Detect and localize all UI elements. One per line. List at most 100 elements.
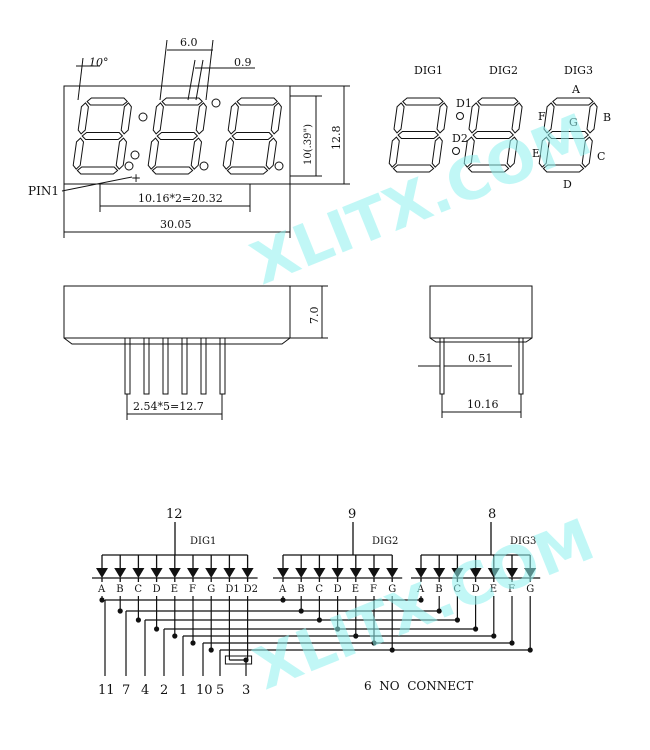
seven-segment-digit — [463, 97, 523, 173]
junction-dot — [135, 617, 141, 623]
pin-number-label: 1 — [179, 683, 187, 698]
junction-dot — [418, 597, 424, 603]
segment-d — [226, 166, 269, 175]
led-diode-symbol — [368, 568, 380, 578]
watermark: XLITX.COM — [242, 100, 600, 298]
segment-f — [227, 102, 239, 135]
segment-a — [86, 97, 129, 106]
side-height-label: 7.0 — [308, 307, 321, 325]
segment-c — [115, 137, 128, 170]
dp-dot — [124, 161, 134, 171]
led-diode-symbol — [295, 568, 308, 578]
seg-c-label: C — [597, 150, 605, 163]
segment-g — [231, 132, 274, 140]
segment-pin-label: B — [116, 584, 123, 595]
segment-bus-wires — [99, 596, 533, 676]
common-pin-9: 9 — [348, 507, 356, 522]
segment-pin-label: G — [207, 584, 215, 595]
dig2-label: DIG2 — [489, 64, 518, 77]
seg-g-label: G — [569, 116, 578, 129]
led-diode-symbol — [277, 568, 289, 578]
segment-c — [265, 137, 278, 170]
digit-spacing-label: 10.16*2=20.32 — [138, 192, 223, 205]
junction-dot — [436, 608, 442, 614]
junction-dot — [454, 617, 460, 623]
led-diode-symbol — [223, 568, 236, 578]
segment-a — [161, 97, 204, 106]
side-pins — [124, 337, 226, 395]
segment-f — [468, 102, 480, 134]
segment-a — [552, 97, 594, 106]
junction-dot — [389, 647, 395, 653]
segment-pin-label: F — [189, 584, 196, 595]
segment-pin-label: E — [490, 584, 497, 595]
row-spacing-label: 10.16 — [467, 398, 499, 411]
segment-d — [76, 166, 119, 175]
segment-e — [388, 136, 400, 168]
segment-pin-label: E — [352, 584, 359, 595]
pin-number-label: 2 — [160, 683, 168, 698]
side-view — [63, 285, 328, 420]
junction-dot — [473, 626, 479, 632]
led-diode-symbol — [114, 568, 127, 578]
segment-e — [538, 136, 550, 168]
segment-e — [72, 137, 85, 170]
segment-c — [431, 136, 443, 168]
junction-dot — [527, 647, 533, 653]
map-digits — [388, 97, 598, 173]
plus-marker: + — [131, 171, 141, 185]
segment-d — [542, 164, 585, 173]
seg-d-label: D — [563, 178, 572, 191]
led-diode-symbol — [168, 568, 181, 578]
segment-f — [543, 102, 555, 134]
seg-b-label: B — [603, 111, 611, 124]
front-view — [61, 39, 350, 238]
segment-pin-label: D — [472, 584, 480, 595]
segment-pin-label: E — [171, 584, 178, 595]
schematic-dig1-label: DIG1 — [190, 536, 216, 547]
junction-dot — [353, 633, 359, 639]
junction-dot — [335, 626, 341, 632]
segment-pin-label: G — [388, 584, 396, 595]
segment-b — [270, 102, 282, 135]
segment-pin-label: C — [134, 584, 142, 595]
no-connect-note: 6 NO CONNECT — [364, 679, 473, 693]
end-view — [418, 285, 533, 418]
junction-dot — [371, 640, 377, 646]
dig3-label: DIG3 — [564, 64, 593, 77]
segment-g — [547, 131, 590, 139]
dp-dot — [199, 161, 209, 171]
end-pin — [518, 337, 524, 395]
pin-number-label: 3 — [242, 683, 250, 698]
seg-e-label: E — [532, 147, 540, 160]
led-diode-symbol — [241, 568, 254, 578]
led-diode-symbol — [386, 568, 399, 578]
segment-g — [397, 131, 440, 139]
common-pin-8: 8 — [488, 507, 496, 522]
segment-b — [436, 102, 448, 134]
seven-segment-digit — [72, 97, 132, 175]
segment-pin-label: C — [315, 584, 323, 595]
segment-g — [156, 132, 199, 140]
total-width-label: 30.05 — [160, 218, 192, 231]
junction-dot — [208, 647, 214, 653]
schematic-dig3-label: DIG3 — [510, 536, 536, 547]
segment-e — [147, 137, 160, 170]
segment-d — [467, 164, 510, 173]
junction-dot — [117, 608, 123, 614]
led-diode-symbol — [451, 568, 464, 578]
segment-pin-label: G — [526, 584, 534, 595]
segment-pin-label: D2 — [244, 584, 258, 595]
segment-a — [236, 97, 279, 106]
junction-dot — [298, 608, 304, 614]
led-diode-symbol — [313, 568, 326, 578]
segment-pin-label: F — [370, 584, 377, 595]
segment-e — [463, 136, 475, 168]
pin-number-label: 7 — [122, 683, 130, 698]
segment-pin-label: F — [508, 584, 515, 595]
dp-dot — [274, 161, 284, 171]
end-pin — [439, 337, 445, 395]
led-diode-symbol — [524, 568, 537, 578]
